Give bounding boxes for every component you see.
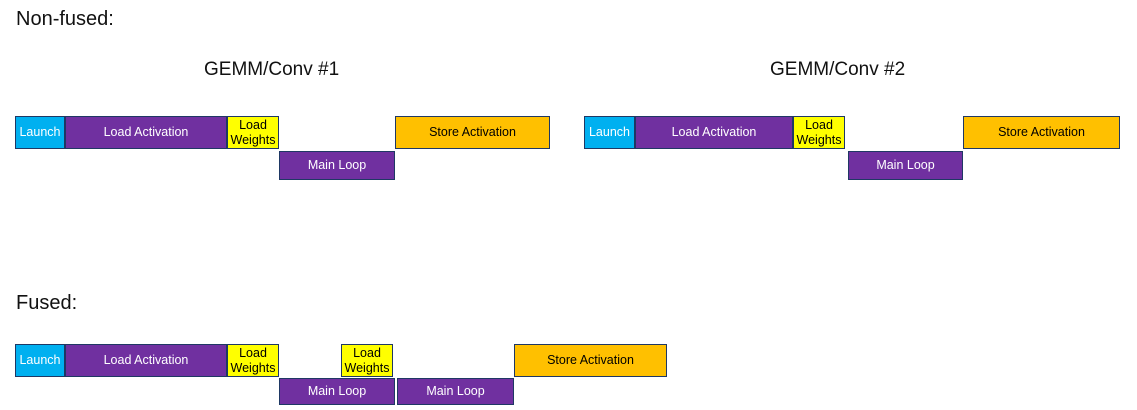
task-block-load-activation: Load Activation bbox=[635, 116, 793, 149]
task-block-launch: Launch bbox=[15, 116, 65, 149]
task-block-main-loop: Main Loop bbox=[397, 378, 514, 405]
section-label-fused: Fused: bbox=[16, 292, 78, 314]
group-title-gemm-conv-1: GEMM/Conv #1 bbox=[204, 59, 340, 80]
task-block-main-loop: Main Loop bbox=[279, 378, 395, 405]
task-block-load-weights: Load Weights bbox=[227, 116, 279, 149]
task-block-load-activation: Load Activation bbox=[65, 116, 227, 149]
task-block-store-activation: Store Activation bbox=[514, 344, 667, 377]
task-block-load-activation: Load Activation bbox=[65, 344, 227, 377]
task-block-main-loop: Main Loop bbox=[279, 151, 395, 180]
task-block-load-weights: Load Weights bbox=[341, 344, 393, 377]
task-block-store-activation: Store Activation bbox=[395, 116, 550, 149]
task-block-main-loop: Main Loop bbox=[848, 151, 963, 180]
task-block-launch: Launch bbox=[584, 116, 635, 149]
task-block-store-activation: Store Activation bbox=[963, 116, 1120, 149]
section-label-non-fused: Non-fused: bbox=[16, 8, 114, 30]
task-block-launch: Launch bbox=[15, 344, 65, 377]
group-title-gemm-conv-2: GEMM/Conv #2 bbox=[770, 59, 906, 80]
task-block-load-weights: Load Weights bbox=[793, 116, 845, 149]
task-block-load-weights: Load Weights bbox=[227, 344, 279, 377]
